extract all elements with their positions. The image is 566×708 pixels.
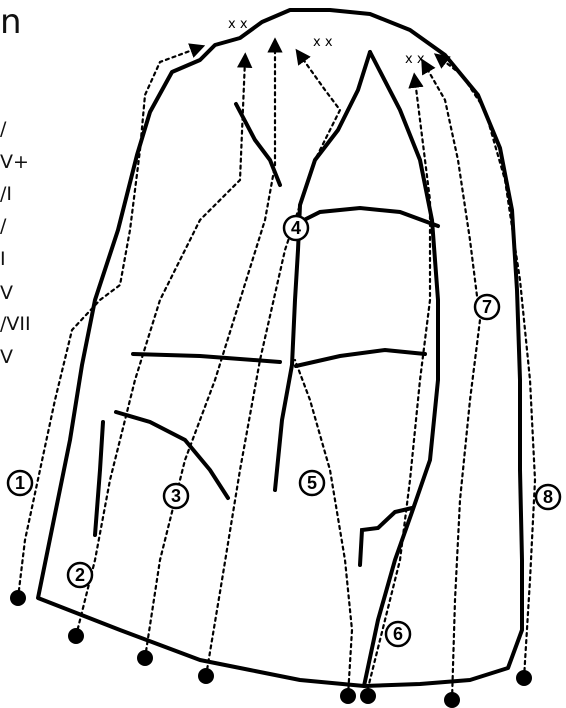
rock-edge-left: [275, 52, 370, 490]
route-start-6: [360, 688, 376, 704]
rock-edge-right: [364, 52, 438, 686]
anchor-mark-left: x x: [228, 17, 248, 32]
svg-text:1: 1: [15, 473, 25, 493]
route-line-4: [206, 55, 340, 676]
svg-text:4: 4: [291, 218, 301, 238]
rock-outline: [38, 10, 522, 686]
svg-text:3: 3: [171, 486, 181, 506]
route-number-badge-8: 8: [536, 485, 560, 509]
svg-text:7: 7: [482, 297, 492, 317]
route-line-7: [425, 65, 480, 700]
route-line-6: [366, 80, 430, 696]
ledge-upper: [300, 208, 438, 226]
anchor-mark-right: x x: [405, 52, 425, 67]
route-number-badge-1: 1: [8, 471, 32, 495]
route-start-7: [444, 692, 460, 708]
svg-text:5: 5: [307, 473, 317, 493]
route-start-8: [516, 670, 532, 686]
route-start-2: [68, 628, 84, 644]
route-line-2: [76, 60, 245, 636]
anchor-mark-center: x x: [313, 35, 333, 50]
route-number-badge-5: 5: [300, 471, 324, 495]
svg-text:8: 8: [543, 487, 553, 507]
route-start-5: [340, 688, 356, 704]
route-number-badge-2: 2: [68, 563, 92, 587]
ledge-middle-left: [133, 354, 280, 362]
route-number-badge-7: 7: [475, 295, 499, 319]
route-line-1: [18, 48, 198, 598]
route-number-badge-4: 4: [284, 216, 308, 240]
svg-text:6: 6: [393, 624, 403, 644]
svg-text:2: 2: [75, 565, 85, 585]
route-line-5: [295, 360, 352, 696]
route-start-1: [10, 590, 26, 606]
route-number-badge-3: 3: [164, 484, 188, 508]
route-start-3: [137, 650, 153, 666]
ledge-middle-right: [296, 350, 425, 366]
route-number-badge-6: 6: [386, 622, 410, 646]
route-start-4: [198, 668, 214, 684]
